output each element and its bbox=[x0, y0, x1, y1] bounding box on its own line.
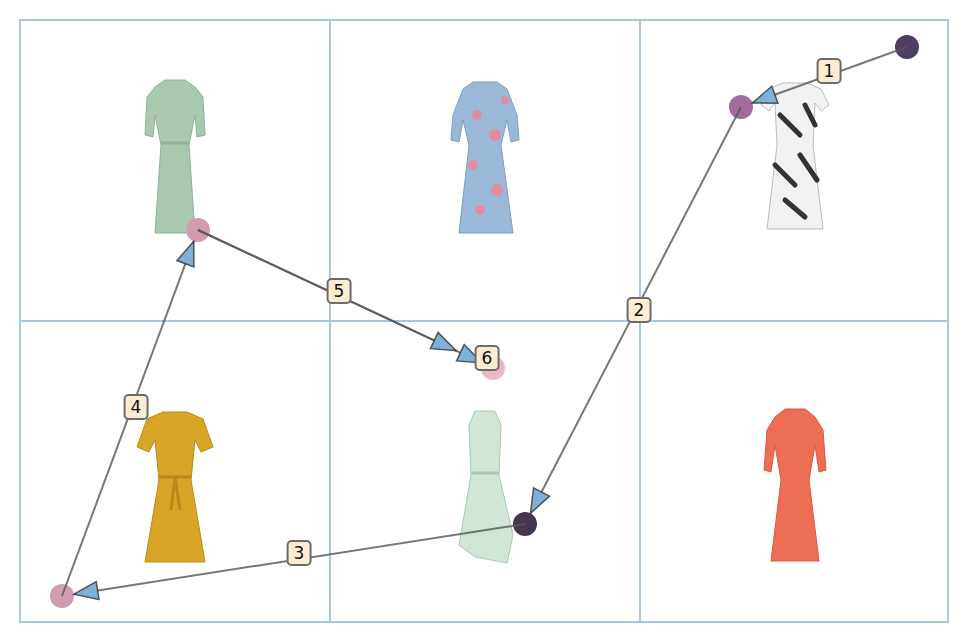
mustard-dress bbox=[137, 412, 213, 562]
palm-print-dress bbox=[761, 83, 829, 229]
callout-number: 6 bbox=[475, 345, 500, 371]
sage-dress bbox=[145, 80, 205, 233]
callout-number: 2 bbox=[627, 297, 652, 323]
callout-number: 5 bbox=[327, 278, 352, 304]
callout-number: 3 bbox=[287, 540, 312, 566]
path-arrows bbox=[62, 47, 907, 596]
callout-number: 1 bbox=[817, 58, 842, 84]
callout-number: 4 bbox=[124, 394, 149, 420]
mint-dress bbox=[459, 411, 513, 563]
grid bbox=[20, 20, 948, 622]
path-dots bbox=[50, 35, 919, 608]
floral-dress bbox=[451, 82, 519, 233]
coral-dress bbox=[764, 409, 826, 561]
